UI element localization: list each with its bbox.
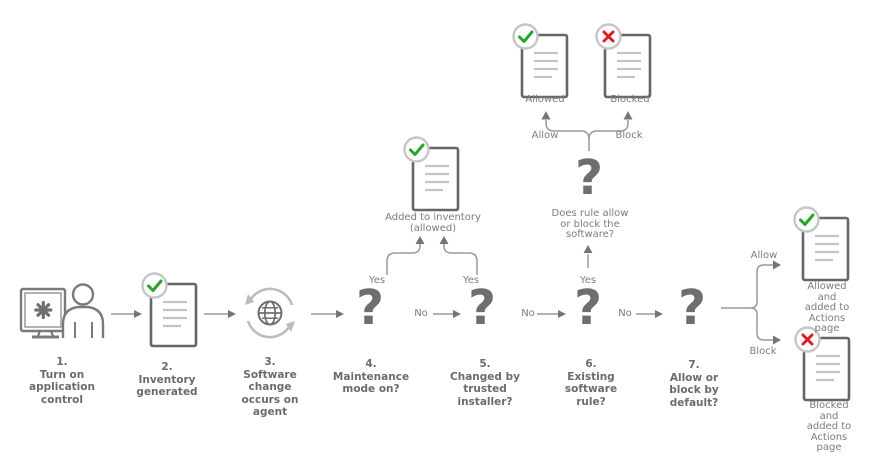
inventory-document-icon [141, 272, 201, 352]
step7-split-block [750, 307, 781, 345]
blocked-document-icon [595, 23, 655, 103]
allowed-actions-document-icon [793, 206, 853, 286]
x-circle-icon [794, 326, 821, 353]
question-mark-step6: ? [574, 280, 602, 336]
arrow-no-step6-step7 [636, 310, 663, 318]
check-circle-icon [793, 206, 820, 233]
yes-label-step4: Yes [368, 275, 386, 286]
step7-split-allow [750, 260, 781, 309]
arrow-no-step5-step6 [537, 310, 566, 318]
step4-label: 4. Maintenance mode on? [332, 358, 410, 395]
check-circle-icon [403, 136, 430, 163]
no-label-step6: No [618, 308, 632, 319]
yes-label-step5: Yes [462, 275, 480, 286]
computer-user-icon [18, 280, 108, 344]
asterisk-icon [34, 300, 53, 320]
yes-curve-step4 [386, 236, 425, 275]
question-mark-step5: ? [468, 280, 496, 336]
arrow-step1-step2 [111, 310, 142, 318]
arrow-step2-step3 [204, 310, 236, 318]
question-mark-step4: ? [356, 280, 384, 336]
no-label-step4: No [414, 308, 428, 319]
block-label-rule: Block [615, 130, 643, 141]
allowed-label: Allowed [525, 94, 565, 105]
yes-arrow-step6 [583, 245, 593, 268]
blocked-actions-label: Blocked and added to Actions page [806, 400, 852, 453]
yes-label-step6: Yes [579, 275, 597, 286]
blocked-label: Blocked [610, 94, 650, 105]
yes-curve-step5 [439, 236, 478, 275]
check-circle-icon [141, 272, 168, 299]
globe-sync-icon [242, 285, 298, 345]
no-label-step5: No [521, 308, 535, 319]
allowed-document-icon [512, 23, 572, 103]
added-inventory-document-icon [403, 136, 463, 216]
question-mark-step7: ? [678, 280, 706, 336]
allow-label-step7: Allow [750, 250, 778, 261]
step3-label: 3. Software change occurs on agent [241, 356, 299, 418]
x-circle-icon [595, 23, 622, 50]
allowed-actions-label: Allowed and added to Actions page [804, 281, 850, 334]
step2-label: 2. Inventory generated [136, 361, 198, 398]
added-inventory-label: Added to inventory (allowed) [385, 212, 481, 234]
step6-label: 6. Existing software rule? [564, 358, 618, 408]
arrow-step3-step4 [311, 310, 344, 318]
rule-split-block [588, 111, 633, 140]
step1-label: 1. Turn on application control [29, 356, 95, 406]
step7-label: 7. Allow or block by default? [669, 359, 719, 409]
blocked-actions-document-icon [794, 326, 854, 406]
arrow-no-step4-step5 [433, 310, 461, 318]
check-circle-icon [512, 23, 539, 50]
step5-label: 5. Changed by trusted installer? [450, 358, 520, 408]
question-mark-rule: ? [575, 150, 603, 206]
allow-label-rule: Allow [531, 130, 559, 141]
rule-split-allow [541, 111, 590, 151]
block-label-step7: Block [749, 346, 777, 357]
rule-question-label: Does rule allow or block the software? [551, 208, 629, 240]
